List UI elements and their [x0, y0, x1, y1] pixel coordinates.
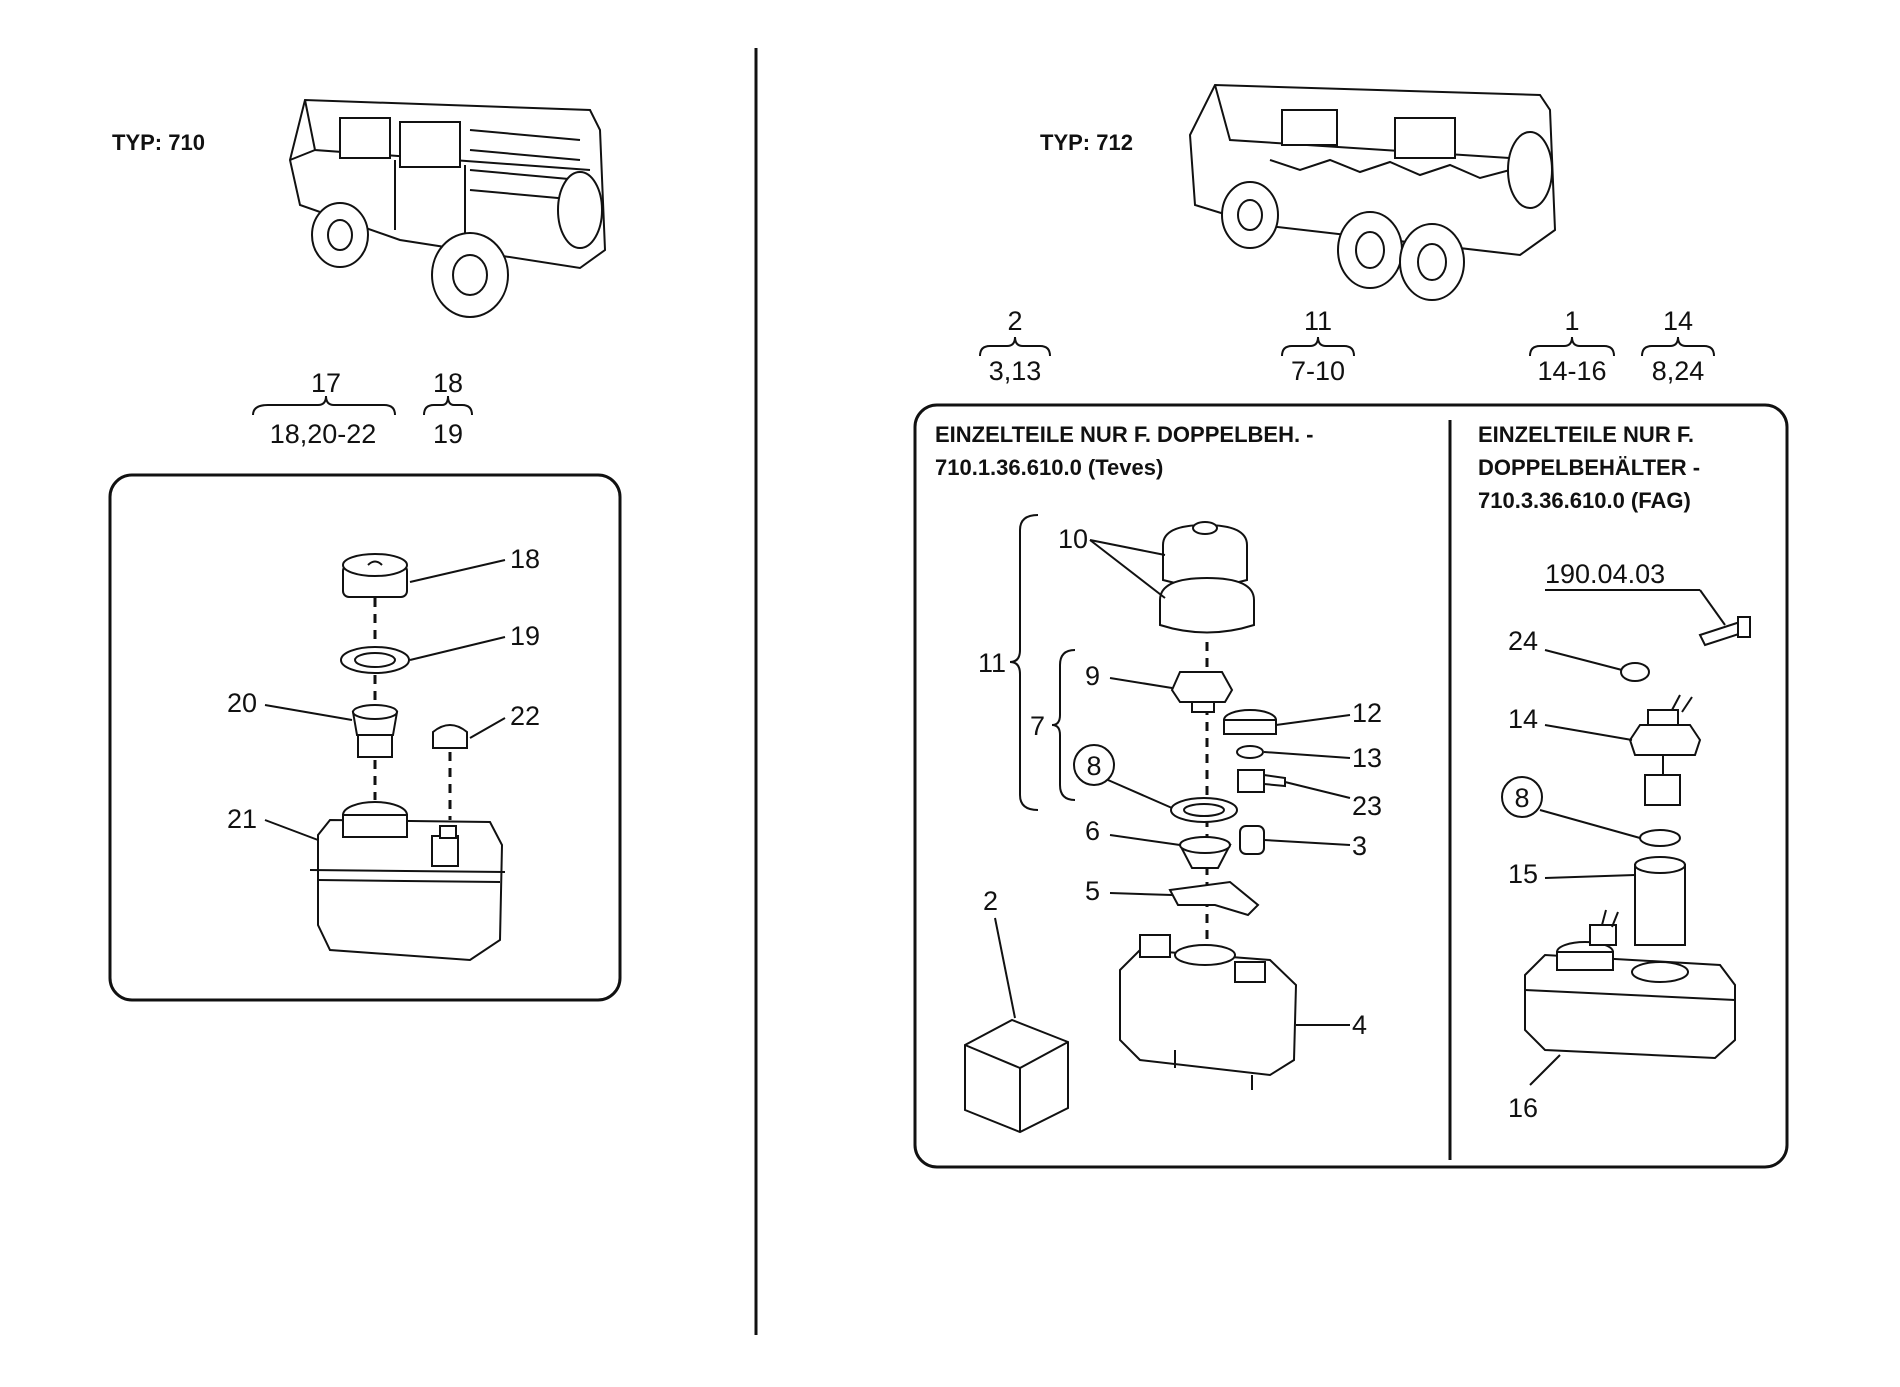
- svg-text:8: 8: [1514, 783, 1529, 813]
- callout-24: 24: [1508, 626, 1623, 671]
- brace-7: 7: [1030, 649, 1076, 801]
- fag-title-line1: EINZELTEILE NUR F.: [1478, 422, 1694, 447]
- type-label-710: TYP: 710: [112, 130, 205, 155]
- callout-8-teves: 8: [1073, 744, 1173, 809]
- callout-2: 2: [983, 886, 1016, 1019]
- svg-text:11: 11: [1304, 306, 1332, 336]
- svg-text:23: 23: [1352, 791, 1382, 821]
- group-2: 2 3,13: [979, 306, 1051, 386]
- callout-21: 21: [227, 804, 319, 841]
- svg-text:20: 20: [227, 688, 257, 718]
- svg-text:14: 14: [1508, 704, 1538, 734]
- fag-title-line3: 710.3.36.610.0 (FAG): [1478, 488, 1691, 513]
- vehicle-712-illustration: [1188, 83, 1557, 301]
- callout-4: 4: [1296, 1010, 1367, 1040]
- svg-text:15: 15: [1508, 859, 1538, 889]
- callout-22: 22: [469, 701, 540, 739]
- svg-text:11: 11: [978, 648, 1006, 678]
- callout-13: 13: [1263, 743, 1382, 773]
- group-18: 18 19: [423, 368, 473, 449]
- svg-text:7-10: 7-10: [1291, 356, 1345, 386]
- svg-text:6: 6: [1085, 816, 1100, 846]
- svg-text:21: 21: [227, 804, 257, 834]
- fag-reservoir-parts: [1524, 616, 1751, 1060]
- vehicle-710-illustration: [288, 98, 607, 318]
- group-11: 11 7-10: [1281, 306, 1355, 386]
- svg-text:17: 17: [311, 368, 341, 398]
- callout-6: 6: [1085, 816, 1181, 846]
- svg-text:14-16: 14-16: [1537, 356, 1606, 386]
- callout-15: 15: [1508, 859, 1636, 889]
- callout-14-fag: 14: [1508, 704, 1633, 741]
- svg-text:2: 2: [983, 886, 998, 916]
- svg-text:8: 8: [1086, 751, 1101, 781]
- group-17: 17 18,20-22: [252, 368, 396, 449]
- group-1: 1 14-16: [1529, 306, 1615, 386]
- svg-text:22: 22: [510, 701, 540, 731]
- callout-12: 12: [1275, 698, 1382, 728]
- callout-3: 3: [1263, 831, 1367, 861]
- svg-text:19: 19: [510, 621, 540, 651]
- svg-text:3,13: 3,13: [989, 356, 1042, 386]
- svg-text:24: 24: [1508, 626, 1538, 656]
- svg-text:13: 13: [1352, 743, 1382, 773]
- svg-text:3: 3: [1352, 831, 1367, 861]
- callout-9: 9: [1085, 661, 1173, 691]
- svg-text:7: 7: [1030, 711, 1045, 741]
- svg-text:12: 12: [1352, 698, 1382, 728]
- group-14: 14 8,24: [1641, 306, 1715, 386]
- callout-19: 19: [409, 621, 540, 661]
- reservoir-712-panel: [913, 403, 1789, 1169]
- svg-text:8,24: 8,24: [1652, 356, 1705, 386]
- type-label-712: TYP: 712: [1040, 130, 1133, 155]
- callout-5: 5: [1085, 876, 1173, 906]
- reservoir-710-panel: [108, 473, 622, 1002]
- callout-23: 23: [1284, 781, 1382, 821]
- svg-text:19: 19: [433, 419, 463, 449]
- svg-text:14: 14: [1663, 306, 1693, 336]
- svg-text:4: 4: [1352, 1010, 1367, 1040]
- svg-text:10: 10: [1058, 524, 1088, 554]
- callout-16: 16: [1508, 1054, 1561, 1123]
- svg-text:9: 9: [1085, 661, 1100, 691]
- ref-190-04-03: 190.04.03: [1545, 559, 1726, 626]
- teves-reservoir-parts: [964, 521, 1298, 1134]
- teves-title-line2: 710.1.36.610.0 (Teves): [935, 455, 1163, 480]
- reservoir-710-parts: [309, 553, 506, 962]
- svg-text:18: 18: [433, 368, 463, 398]
- svg-text:2: 2: [1007, 306, 1022, 336]
- svg-text:16: 16: [1508, 1093, 1538, 1123]
- fag-title-line2: DOPPELBEHÄLTER -: [1478, 455, 1700, 480]
- teves-title-line1: EINZELTEILE NUR F. DOPPELBEH. -: [935, 422, 1314, 447]
- callout-8-fag: 8: [1501, 776, 1641, 839]
- svg-text:18,20-22: 18,20-22: [270, 419, 377, 449]
- svg-text:1: 1: [1564, 306, 1579, 336]
- svg-text:18: 18: [510, 544, 540, 574]
- svg-text:190.04.03: 190.04.03: [1545, 559, 1665, 589]
- callout-20: 20: [227, 688, 353, 721]
- callout-10: 10: [1058, 524, 1166, 599]
- callout-18: 18: [409, 544, 540, 583]
- svg-text:5: 5: [1085, 876, 1100, 906]
- brace-11: 11: [978, 514, 1039, 811]
